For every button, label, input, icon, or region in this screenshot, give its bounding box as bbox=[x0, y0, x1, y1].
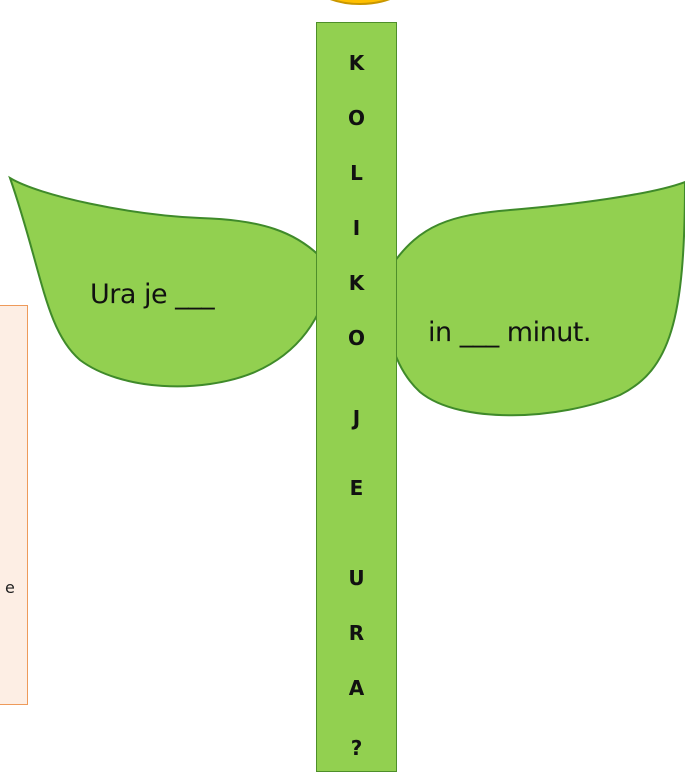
stem-letter: J bbox=[352, 406, 361, 430]
left-leaf bbox=[8, 175, 334, 388]
flower-center bbox=[330, 0, 390, 5]
left-leaf-text: Ura je ___ bbox=[90, 279, 215, 310]
stem-letter: K bbox=[348, 271, 365, 295]
right-leaf bbox=[385, 180, 685, 417]
note-text-fragment: e bbox=[5, 578, 15, 597]
stem-letter: K bbox=[348, 51, 365, 75]
stem-letter: I bbox=[352, 216, 361, 240]
stem-letter: O bbox=[347, 106, 365, 130]
stem: K O L I K O J E U R A ? bbox=[316, 22, 397, 772]
stem-letter: ? bbox=[350, 736, 363, 760]
stem-letter: A bbox=[348, 676, 365, 700]
stem-letter: E bbox=[349, 476, 364, 500]
stem-letter: L bbox=[350, 161, 363, 185]
stem-letter: R bbox=[348, 621, 365, 645]
note-box bbox=[0, 305, 28, 705]
stem-letter: U bbox=[348, 566, 365, 590]
right-leaf-text: in ___ minut. bbox=[428, 317, 591, 348]
stem-letter: O bbox=[347, 326, 365, 350]
